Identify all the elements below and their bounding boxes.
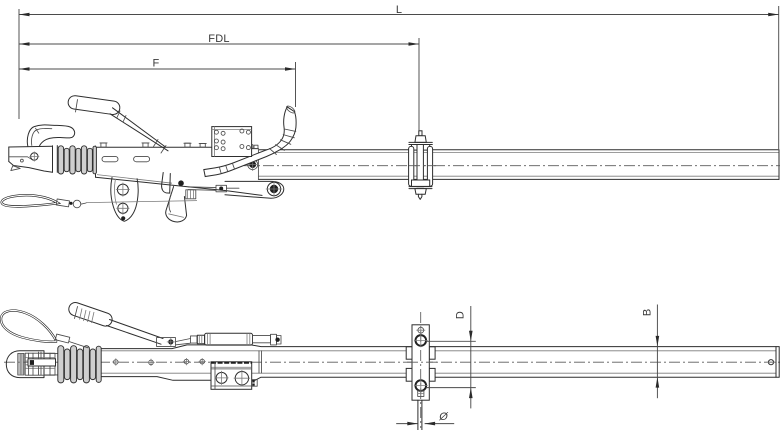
dimension-phi: Ø xyxy=(396,411,455,426)
side-view xyxy=(0,95,780,223)
handbrake-lever-side xyxy=(67,95,169,154)
drawbar-tube-side xyxy=(244,149,780,180)
dimension-l: L xyxy=(19,4,779,17)
dimension-f: F xyxy=(19,58,296,71)
plan-view xyxy=(0,301,780,430)
coupling-head-plan xyxy=(5,350,58,379)
bellows-side xyxy=(57,145,97,175)
coupling-head-side xyxy=(8,124,76,173)
dimension-b: B xyxy=(642,304,660,399)
dim-label-d: D xyxy=(455,311,467,319)
console-plan xyxy=(210,361,258,390)
dim-label-phi: Ø xyxy=(438,411,449,423)
support-bracket-side xyxy=(110,177,139,222)
dimensions: L FDL F B D xyxy=(18,4,780,426)
console-plate-side xyxy=(211,126,253,157)
brake-linkage-side xyxy=(85,172,240,223)
damper-plan xyxy=(175,332,282,346)
tube-clamp-side xyxy=(408,130,436,200)
dim-label-l: L xyxy=(396,4,402,16)
tube-clamp-plan xyxy=(405,312,440,430)
breakaway-cable-plan xyxy=(0,309,89,349)
dim-label-b: B xyxy=(642,309,654,317)
breakaway-cable-side xyxy=(0,194,87,209)
dim-label-fdl: FDL xyxy=(208,33,229,45)
pivot-arm-side xyxy=(224,180,285,199)
dim-label-f: F xyxy=(153,58,160,70)
handbrake-lever-plan xyxy=(68,301,176,347)
dimension-d: D xyxy=(426,306,476,409)
bellows-plan xyxy=(57,345,102,384)
dimension-fdl: FDL xyxy=(19,33,419,46)
bent-lever-side xyxy=(203,105,297,178)
